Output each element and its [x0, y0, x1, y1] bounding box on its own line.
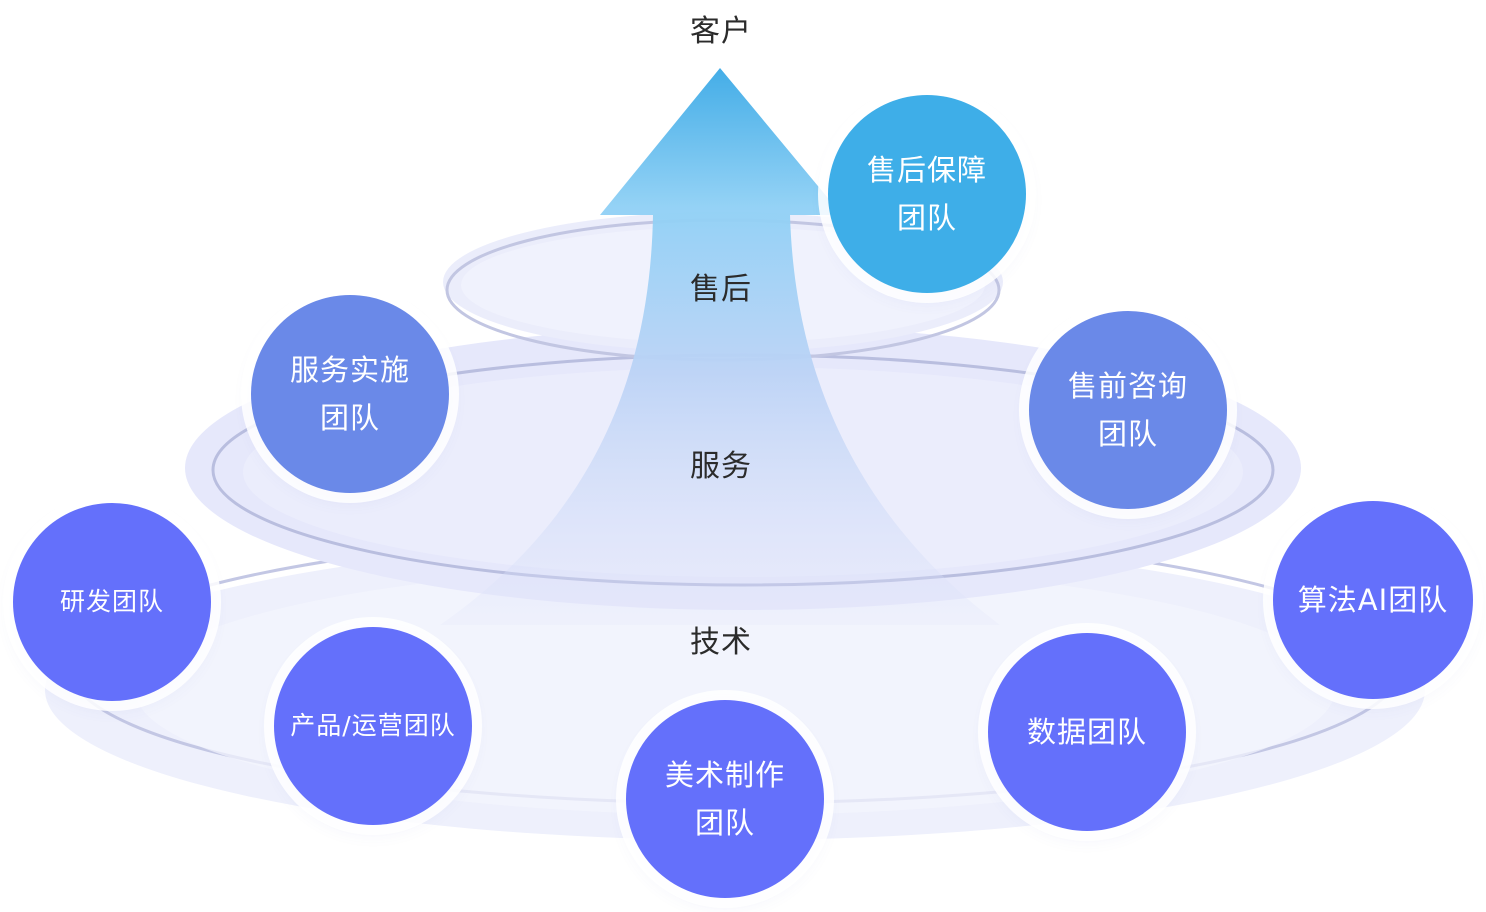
service-label: 服务: [690, 449, 752, 484]
after-sales-label: 售后: [690, 272, 752, 307]
tech-label: 技术: [690, 625, 752, 660]
team-presales-consulting: 售前咨询 团队: [1029, 311, 1227, 509]
team-after-sales-support: 售后保障 团队: [828, 95, 1026, 293]
team-product-ops: 产品/运营团队: [274, 627, 472, 825]
team-rnd: 研发团队: [13, 503, 211, 701]
customer-label: 客户: [690, 14, 752, 49]
growth-arrow-icon: [440, 68, 1000, 625]
team-data: 数据团队: [988, 633, 1186, 831]
team-algorithm-ai: 算法AI团队: [1273, 501, 1473, 699]
team-service-implementation: 服务实施 团队: [251, 295, 449, 493]
team-art-production: 美术制作 团队: [626, 700, 824, 898]
